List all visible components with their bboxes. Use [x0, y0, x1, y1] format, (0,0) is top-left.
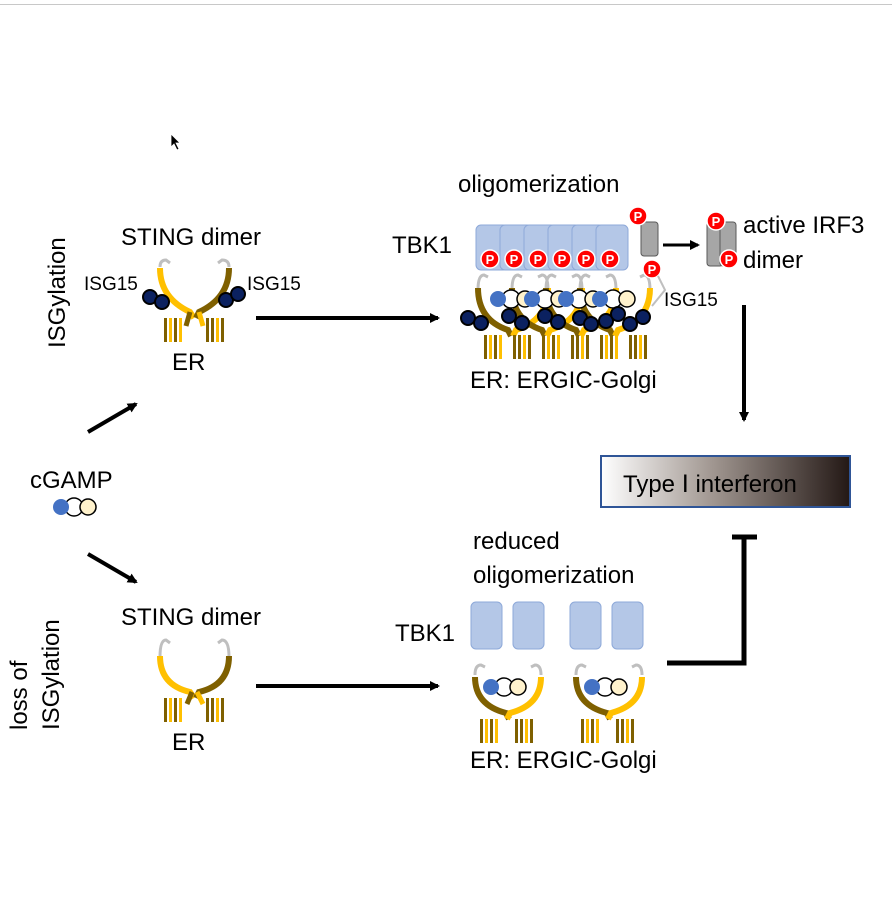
er-label-top: ER — [172, 349, 205, 376]
irf3-dimer — [706, 211, 739, 269]
isg15-left-icon — [142, 289, 170, 310]
sting-dimer-cgamp-1 — [472, 663, 544, 743]
row-label-isgylation: ISGylation — [44, 237, 71, 348]
isg15-label-left: ISG15 — [84, 274, 138, 295]
tbk1-unit — [512, 601, 545, 650]
phospho-icon — [480, 249, 500, 269]
sting-dimer-bottom — [157, 638, 232, 722]
tbk1-unit — [569, 601, 602, 650]
mouse-cursor-icon — [170, 133, 181, 151]
ergic-golgi-label-top: ER: ERGIC-Golgi — [470, 367, 657, 394]
reduced-title-line1: reduced — [473, 528, 560, 555]
sting-oligomer — [460, 273, 653, 359]
irf3-monomer — [628, 206, 667, 307]
tbk1-label-bottom: TBK1 — [395, 620, 455, 647]
phospho-icon — [552, 249, 572, 269]
oligomerization-title: oligomerization — [458, 171, 619, 198]
row-label-loss-line2: ISGylation — [38, 619, 65, 730]
type-i-interferon-box: Type Ⅰ interferon — [600, 455, 851, 508]
phospho-icon — [504, 249, 524, 269]
arrow-to-isgylation — [86, 402, 138, 434]
inhibition-line — [667, 538, 747, 666]
sting-dimer-label-top: STING dimer — [121, 224, 261, 251]
tbk1-oligomer — [475, 224, 629, 271]
isg15-label-oligomer: ISG15 — [664, 290, 718, 311]
irf3-label-line2: dimer — [743, 247, 803, 274]
cgamp-label: cGAMP — [30, 467, 113, 494]
reduced-title-line2: oligomerization — [473, 562, 634, 589]
sting-dimer-label-bottom: STING dimer — [121, 604, 261, 631]
tbk1-unit — [470, 601, 503, 650]
phospho-icon — [528, 249, 548, 269]
tbk1-bottom-group — [470, 601, 644, 650]
type-i-interferon-label: Type Ⅰ interferon — [623, 471, 797, 498]
arrow-to-loss — [86, 552, 138, 584]
tbk1-unit — [611, 601, 644, 650]
cgamp-icon — [53, 497, 97, 517]
tbk1-label-top: TBK1 — [392, 232, 452, 259]
isg15-right-icon — [218, 286, 246, 308]
irf3-label-line1: active IRF3 — [743, 212, 864, 239]
phospho-icon — [576, 249, 596, 269]
row-label-loss-line1: loss of — [6, 660, 33, 730]
er-label-bottom: ER — [172, 729, 205, 756]
phospho-icon — [600, 249, 620, 269]
sting-dimer-cgamp-2 — [573, 663, 645, 743]
top-divider — [0, 4, 892, 5]
isg15-label-right: ISG15 — [247, 274, 301, 295]
ergic-golgi-label-bottom: ER: ERGIC-Golgi — [470, 747, 657, 774]
